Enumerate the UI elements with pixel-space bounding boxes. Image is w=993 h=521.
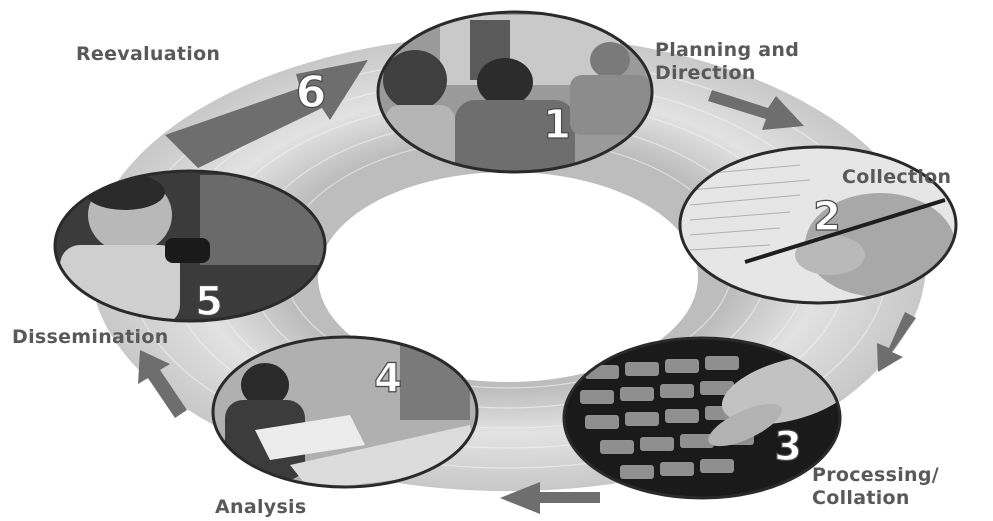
people-meeting-photo — [376, 10, 654, 174]
step-number-2: 2 — [813, 194, 841, 240]
flow-arrow-1-to-2 — [708, 90, 804, 130]
reevaluation-arrow — [165, 60, 368, 168]
flow-arrow-5-to-6 — [138, 350, 187, 418]
step-label-4: Analysis — [215, 496, 306, 519]
step-label-5-line-1: Dissemination — [12, 326, 169, 348]
step-label-3-line-1: Processing/ — [812, 464, 939, 486]
step-label-1-line-1: Planning and — [655, 39, 800, 61]
flow-arrow-2-to-3 — [877, 312, 916, 372]
step-label-5: Dissemination — [12, 326, 169, 349]
step-number-6: 6 — [296, 67, 327, 118]
hand-writing-photo — [678, 145, 958, 305]
step-label-6-line-1: Reevaluation — [76, 43, 221, 65]
keyboard-typing-photo — [562, 336, 842, 500]
woman-reading-documents-photo — [211, 335, 479, 489]
step-label-1-line-2: Direction — [655, 62, 756, 84]
flow-arrow-3-to-4 — [500, 482, 600, 514]
step-label-2-line-1: Collection — [842, 166, 952, 188]
step-label-6: Reevaluation — [76, 43, 220, 66]
step-label-3-line-2: Collation — [812, 487, 910, 509]
step-number-3: 3 — [774, 424, 802, 470]
step-number-5: 5 — [195, 279, 223, 325]
step-label-1: Planning and Direction — [655, 39, 799, 85]
step-label-2: Collection — [842, 166, 951, 189]
step-number-4: 4 — [374, 356, 402, 402]
step-number-1: 1 — [543, 102, 571, 148]
step-label-3: Processing/ Collation — [812, 464, 939, 510]
step-label-4-line-1: Analysis — [215, 496, 307, 518]
